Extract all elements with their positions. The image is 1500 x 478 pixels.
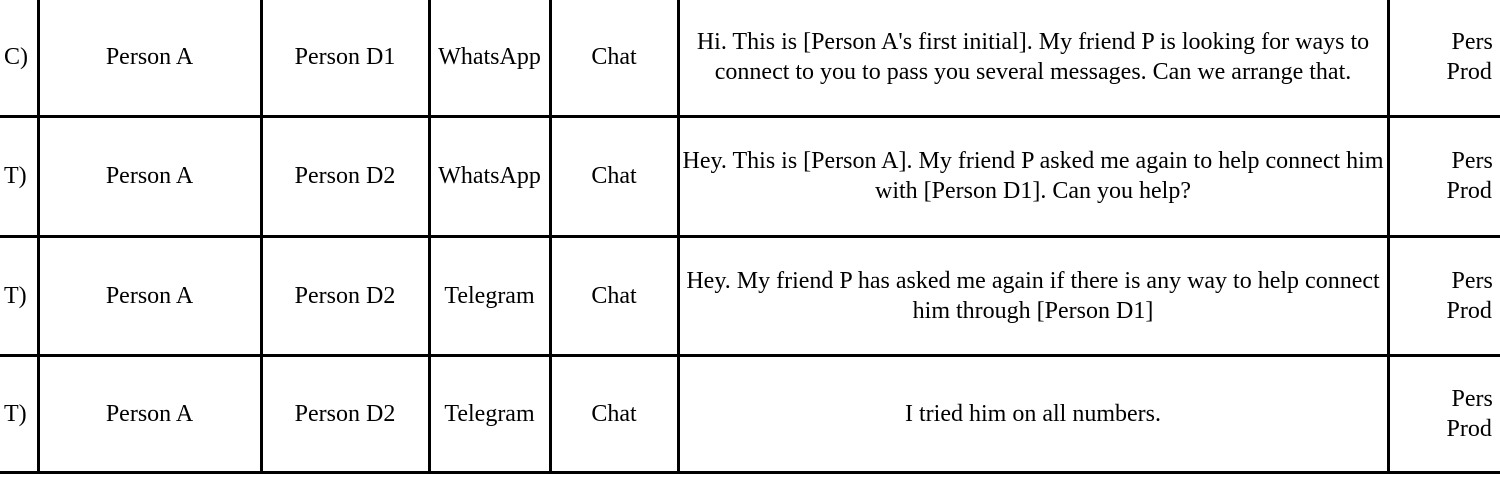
cell-message-type: Chat [548,0,680,118]
cell-person: Person A [36,234,263,357]
cell-message: Hi. This is [Person A's first initial]. … [676,0,1390,118]
cell-platform: WhatsApp [427,0,552,118]
right-truncated-line-2: Prod [1446,178,1492,204]
right-truncated-line-2: Prod [1446,297,1492,324]
cell-right-truncated: Pers Prod [1386,0,1500,118]
cell-left-truncated: C) [0,0,40,118]
cell-contact-person: Person D2 [259,353,431,474]
cell-contact-person: Person D2 [259,114,431,238]
right-truncated-line-1: Pers [1451,267,1493,294]
table-row: C) Person A Person D1 WhatsApp Chat Hi. … [0,0,1500,118]
right-truncated-line-2: Prod [1446,59,1492,86]
table-row: T) Person A Person D2 WhatsApp Chat Hey.… [0,114,1500,238]
cell-message-type: Chat [548,353,680,474]
cell-person: Person A [36,114,263,238]
cell-platform: Telegram [427,353,552,474]
cell-left-truncated: T) [0,353,40,474]
table-row: T) Person A Person D2 Telegram Chat I tr… [0,353,1500,474]
table-row: T) Person A Person D2 Telegram Chat Hey.… [0,234,1500,357]
right-truncated-line-1: Pers [1451,29,1493,56]
cell-person: Person A [36,0,263,118]
cell-contact-person: Person D2 [259,234,431,357]
cell-message-type: Chat [548,234,680,357]
cell-right-truncated: Pers Prod [1386,234,1500,357]
cell-person: Person A [36,353,263,474]
right-truncated-line-1: Pers [1451,385,1493,412]
right-truncated-line-1: Pers [1451,148,1493,174]
cell-left-truncated: T) [0,114,40,238]
cell-message-type: Chat [548,114,680,238]
cell-platform: Telegram [427,234,552,357]
cell-platform: WhatsApp [427,114,552,238]
cell-right-truncated: Pers Prod [1386,353,1500,474]
cell-message: Hey. My friend P has asked me again if t… [676,234,1390,357]
cell-message: Hey. This is [Person A]. My friend P ask… [676,114,1390,238]
cell-contact-person: Person D1 [259,0,431,118]
cell-message: I tried him on all numbers. [676,353,1390,474]
cell-right-truncated: Pers Prod [1386,114,1500,238]
right-truncated-line-2: Prod [1446,415,1492,442]
cell-left-truncated: T) [0,234,40,357]
